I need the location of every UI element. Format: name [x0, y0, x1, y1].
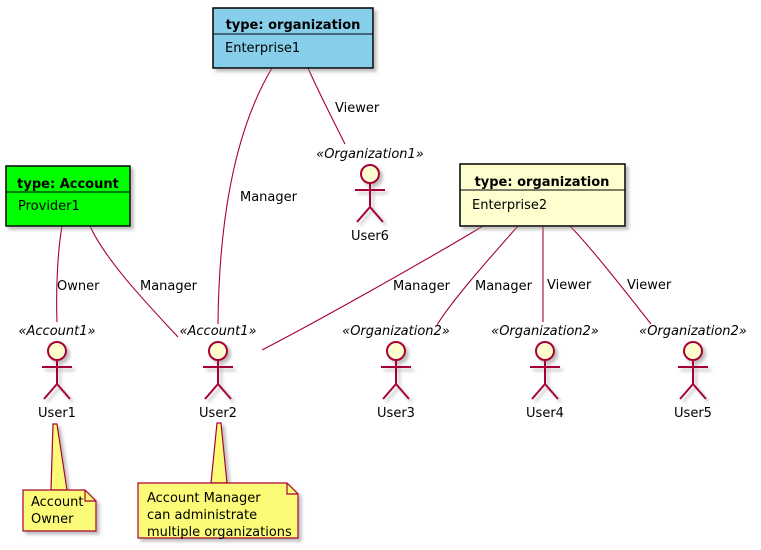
- actor-user3: «Organization2» User3: [342, 324, 450, 421]
- note-line: can administrate: [147, 508, 257, 523]
- edge-provider1-user2: [89, 225, 179, 338]
- edge-enterprise1-user6: [307, 67, 346, 145]
- edge-label-manager-p1-u2: Manager: [140, 279, 198, 294]
- actor-user4: «Organization2» User4: [491, 324, 599, 421]
- actor-user2: «Account1» User2: [179, 324, 256, 421]
- object-name: Enterprise2: [472, 198, 547, 213]
- object-name: Provider1: [18, 199, 80, 214]
- actor-stereotype: «Organization2»: [491, 324, 599, 339]
- object-type-title: type: organization: [475, 175, 610, 190]
- note-body: [22, 489, 97, 532]
- edge-label-viewer-user6: Viewer: [335, 101, 380, 116]
- actor-name: User2: [199, 406, 237, 421]
- edge-label-viewer-user5: Viewer: [627, 278, 672, 293]
- edge-label-manager-e2-u3: Manager: [475, 279, 533, 294]
- edge-provider1-user1: [56, 225, 63, 323]
- object-type-title: type: organization: [226, 18, 361, 33]
- note-tail: [50, 423, 68, 491]
- object-box-enterprise2: type: organization Enterprise2: [459, 163, 626, 227]
- note-body: [137, 482, 299, 539]
- note-fold-icon: [84, 490, 96, 502]
- actor-figure-icon: [355, 164, 385, 223]
- edge-label-manager-e1-u2: Manager: [240, 190, 298, 205]
- edge-label-owner-user1: Owner: [57, 279, 100, 294]
- object-box-rect: [459, 163, 626, 227]
- note-line: Account: [31, 495, 84, 510]
- object-box-enterprise1: type: organization Enterprise1: [212, 7, 374, 69]
- object-type-title: type: Account: [17, 177, 119, 192]
- edge-enterprise2-user2: [261, 225, 484, 351]
- actor-stereotype: «Organization2»: [342, 324, 450, 339]
- edge-label-viewer-user4: Viewer: [547, 278, 592, 293]
- actor-figure-icon: [678, 341, 708, 400]
- actor-figure-icon: [203, 341, 233, 400]
- object-name: Enterprise1: [225, 41, 300, 56]
- edge-label-manager-e2-u2: Manager: [393, 279, 451, 294]
- actor-stereotype: «Account1»: [18, 324, 95, 339]
- note-account-owner: [22, 423, 97, 532]
- actor-name: User4: [526, 406, 564, 421]
- note-line: multiple organizations: [147, 525, 292, 540]
- actor-stereotype: «Organization1»: [316, 147, 424, 162]
- object-box-rect: [5, 165, 131, 227]
- actor-name: User3: [377, 406, 415, 421]
- note-line: Owner: [31, 512, 74, 527]
- relationship-edges: Viewer Manager Owner Manager Manager Man…: [56, 67, 672, 351]
- edge-enterprise1-user2: [217, 67, 273, 325]
- actor-figure-icon: [42, 341, 72, 400]
- note-line: Account Manager: [147, 491, 261, 506]
- actor-name: User5: [674, 406, 712, 421]
- edge-enterprise2-user3: [436, 225, 519, 326]
- actor-stereotype: «Account1»: [179, 324, 256, 339]
- actor-name: User1: [38, 406, 76, 421]
- note-account-manager: [137, 422, 299, 539]
- note-fold-icon: [286, 483, 298, 495]
- actor-figure-icon: [381, 341, 411, 400]
- edge-enterprise2-user5: [569, 225, 652, 325]
- actor-figure-icon: [530, 341, 560, 400]
- actor-user1: «Account1» User1: [18, 324, 95, 421]
- object-box-rect: [212, 7, 374, 69]
- actor-user5: «Organization2» User5: [639, 324, 747, 421]
- note-tail: [210, 422, 228, 484]
- actor-name: User6: [351, 229, 389, 244]
- actor-user6: «Organization1» User6: [316, 147, 424, 244]
- actor-stereotype: «Organization2»: [639, 324, 747, 339]
- object-box-provider1: type: Account Provider1: [5, 165, 131, 227]
